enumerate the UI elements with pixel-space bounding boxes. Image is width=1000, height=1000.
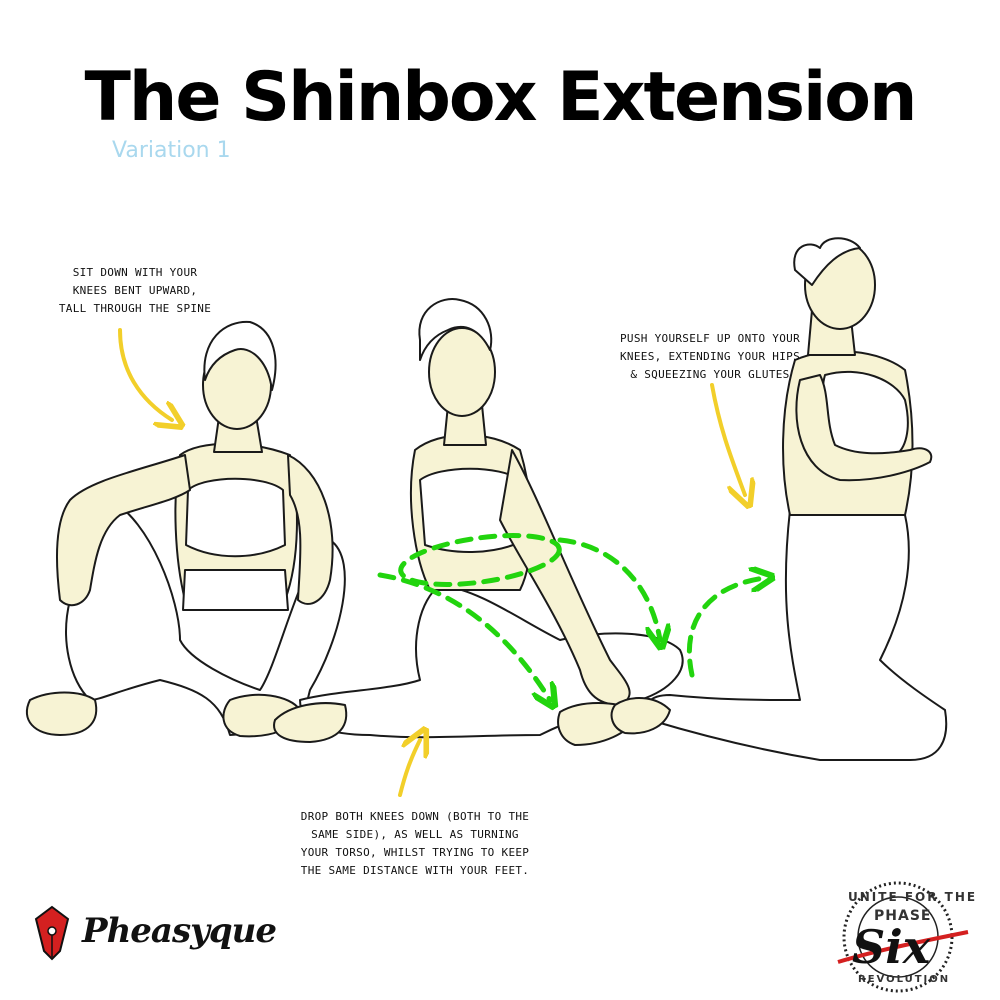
figure1-hair bbox=[203, 320, 277, 391]
variation-subtitle: Variation 1 bbox=[112, 138, 231, 163]
instruction-step-1: Sit down with your knees bent upward, ta… bbox=[58, 266, 212, 315]
pen-nib-icon bbox=[34, 905, 70, 961]
badge-bottom-text: REVOLUTION bbox=[858, 974, 951, 985]
hip-rotation-arrow-left bbox=[377, 572, 550, 700]
instruction-step-2: Drop both knees down (both to the same s… bbox=[300, 810, 530, 877]
figure2-left-foot bbox=[273, 702, 348, 743]
figure-shinbox-knees-down bbox=[273, 298, 684, 746]
knee-drop-arrow bbox=[557, 537, 660, 640]
figure3-legs bbox=[645, 505, 948, 761]
figure2-hair bbox=[418, 298, 493, 361]
figure1-left-arm bbox=[56, 454, 191, 607]
figure-seated-knees-up bbox=[25, 320, 346, 738]
torso-rotation-arrow bbox=[398, 533, 562, 587]
badge-ring-icon bbox=[837, 881, 969, 993]
figure3-hair bbox=[793, 237, 861, 286]
callout-arrow-3 bbox=[398, 740, 420, 797]
figure3-back-foot bbox=[610, 697, 671, 735]
figure1-right-arm bbox=[287, 454, 334, 605]
pheasyque-logo: Pheasyque bbox=[30, 905, 277, 965]
badge-six-text: Six bbox=[852, 920, 931, 974]
figure3-arm bbox=[795, 374, 933, 482]
figure-kneeling-extended bbox=[610, 237, 948, 761]
badge-phase-text: PHASE bbox=[874, 908, 932, 924]
callout-arrow-1 bbox=[118, 328, 172, 420]
badge-top-text: UNITE FOR THE bbox=[848, 890, 978, 904]
figure1-waistband bbox=[182, 569, 289, 611]
page-title: The Shinbox Extension bbox=[84, 58, 918, 137]
brand-name: Pheasyque bbox=[82, 911, 277, 951]
hip-extension-arrow bbox=[686, 578, 765, 678]
motion-arrows bbox=[377, 533, 765, 700]
phase-six-logo: UNITE FOR THE PHASE Six REVOLUTION bbox=[818, 880, 978, 995]
figure2-head bbox=[428, 327, 496, 417]
figure1-left-foot bbox=[25, 691, 98, 736]
figure1-bra bbox=[185, 477, 286, 558]
instruction-step-3: Push yourself up onto your knees, extend… bbox=[620, 332, 800, 381]
callout-arrow-2 bbox=[710, 383, 745, 495]
